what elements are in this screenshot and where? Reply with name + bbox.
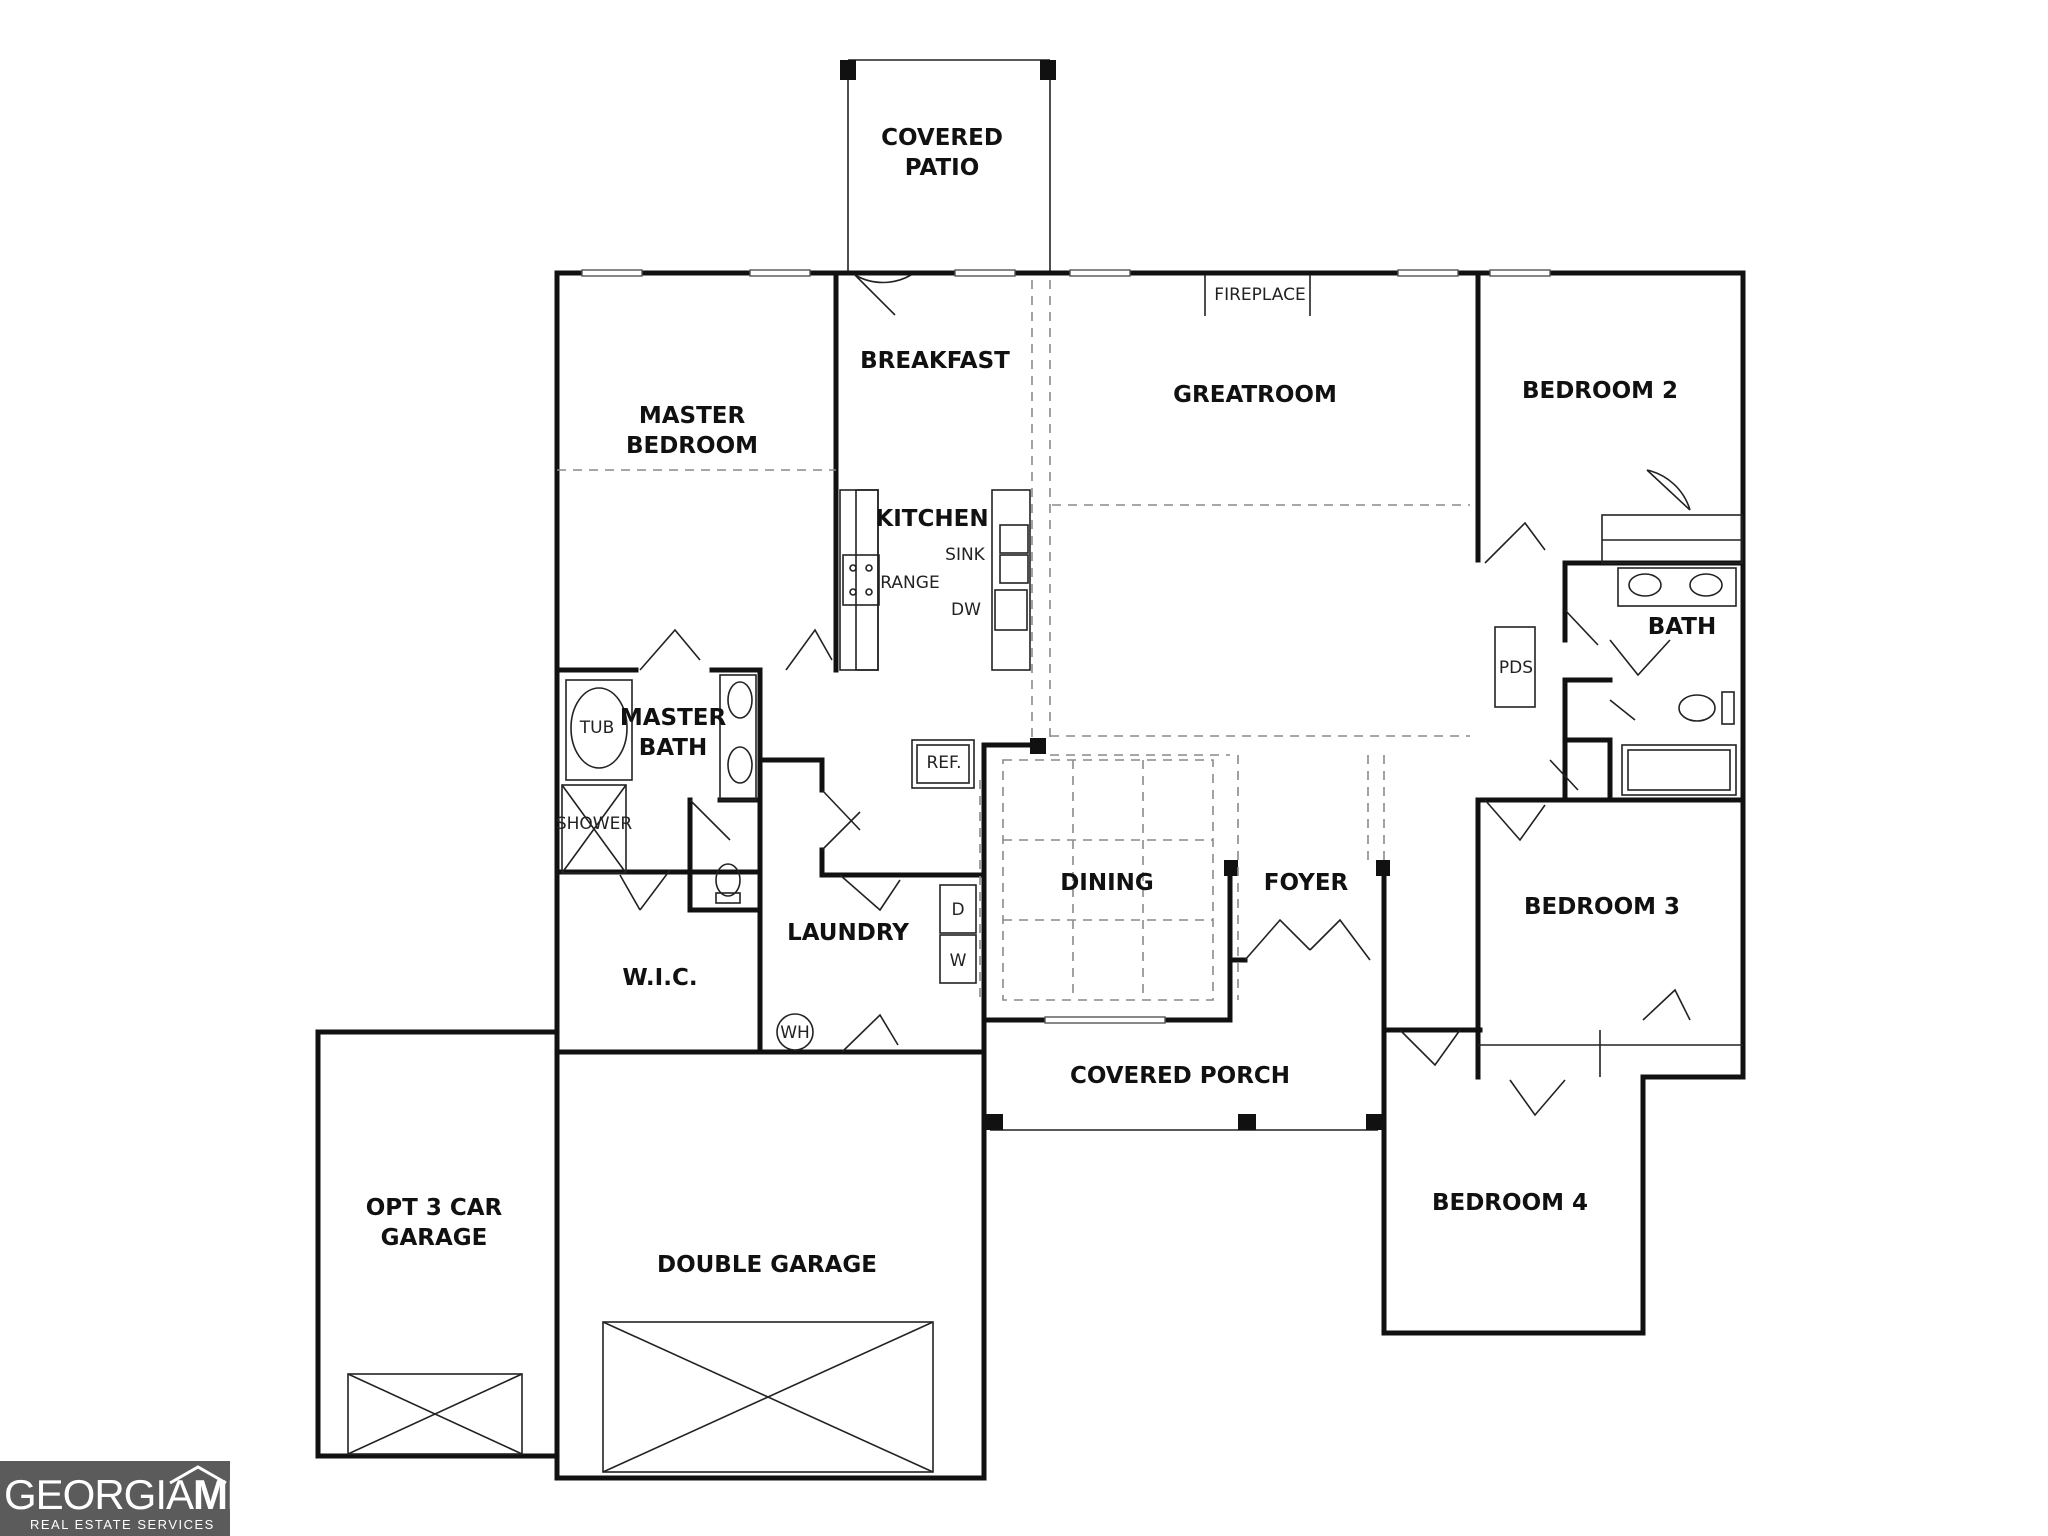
double-garage-door xyxy=(602,1321,934,1473)
label-double-garage: DOUBLE GARAGE xyxy=(657,1252,877,1278)
vanity-sink xyxy=(727,746,753,784)
label-shower: SHOWER xyxy=(556,814,633,834)
sink-basin xyxy=(999,524,1029,554)
label-line: MASTER xyxy=(620,705,727,731)
label-range: RANGE xyxy=(880,573,939,593)
covered-patio-area xyxy=(840,59,1056,272)
label-water-heater: WH xyxy=(780,1023,810,1043)
label-breakfast: BREAKFAST xyxy=(860,348,1010,374)
garage-doors xyxy=(347,1321,934,1473)
label-line: MASTER xyxy=(639,403,746,429)
georgia-mls-logo: GEORGIAMLS REAL ESTATE SERVICES xyxy=(0,1461,280,1536)
logo-tagline: REAL ESTATE SERVICES xyxy=(30,1517,215,1532)
label-line: OPT 3 CAR xyxy=(366,1195,503,1221)
exterior-walls xyxy=(315,270,1746,1481)
label-master-bedroom: MASTER BEDROOM xyxy=(626,403,758,459)
door-swings xyxy=(619,274,1691,1117)
top-windows xyxy=(581,269,1551,277)
roof-icon xyxy=(169,1465,227,1485)
label-bedroom-4: BEDROOM 4 xyxy=(1432,1190,1588,1216)
logo-brand-light: GEORGIA xyxy=(4,1471,194,1518)
bathtub xyxy=(570,687,628,769)
label-covered-porch: COVERED PORCH xyxy=(1070,1063,1290,1089)
fireplace-symbol xyxy=(1204,275,1311,316)
label-opt-3-car-garage: OPT 3 CAR GARAGE xyxy=(366,1195,503,1251)
fixture-labels: FIREPLACE SINK RANGE DW REF. PDS TUB SHO… xyxy=(556,285,1533,1043)
label-washer: W xyxy=(950,951,967,971)
bath-fixtures xyxy=(561,514,1743,904)
label-line: BATH xyxy=(639,735,707,761)
washer xyxy=(939,934,977,984)
patio-post xyxy=(840,60,856,80)
label-greatroom: GREATROOM xyxy=(1173,382,1337,408)
dryer xyxy=(939,884,977,934)
toilet xyxy=(715,863,741,897)
logo-brand: GEORGIAMLS xyxy=(4,1471,280,1519)
dishwasher xyxy=(994,589,1028,631)
range-cooktop xyxy=(842,554,880,606)
pds-cabinet xyxy=(1494,626,1536,708)
patio-post xyxy=(1040,60,1056,80)
label-covered-patio: COVERED PATIO xyxy=(881,125,1003,181)
label-dw: DW xyxy=(951,600,981,620)
label-bedroom-3: BEDROOM 3 xyxy=(1524,894,1680,920)
opt-garage-door xyxy=(347,1373,523,1455)
label-wic: W.I.C. xyxy=(622,965,697,991)
label-laundry: LAUNDRY xyxy=(787,920,909,946)
refrigerator xyxy=(911,739,975,789)
bath-sink xyxy=(1628,573,1662,597)
bath-tub xyxy=(1621,744,1737,796)
bath-sink xyxy=(1689,573,1723,597)
vanity-sink xyxy=(727,681,753,719)
label-bath: BATH xyxy=(1648,614,1716,640)
water-heater xyxy=(776,1013,814,1051)
label-master-bath: MASTER BATH xyxy=(620,705,727,761)
label-dryer: D xyxy=(951,900,964,920)
room-labels: COVERED PATIO BREAKFAST GREATROOM BEDROOM… xyxy=(366,125,1717,1278)
label-kitchen: KITCHEN xyxy=(875,506,988,532)
label-ref: REF. xyxy=(926,753,961,773)
closet-shelves xyxy=(776,626,1743,1077)
label-dining: DINING xyxy=(1060,870,1154,896)
label-tub: TUB xyxy=(579,718,615,738)
kitchen-cabinets xyxy=(839,489,1031,789)
label-line: GARAGE xyxy=(381,1225,488,1251)
label-foyer: FOYER xyxy=(1264,870,1349,896)
label-pds: PDS xyxy=(1499,658,1533,678)
covered-porch-area xyxy=(985,738,1390,1131)
dashed-area-lines xyxy=(557,280,1470,1001)
label-line: BEDROOM xyxy=(626,433,758,459)
label-bedroom-2: BEDROOM 2 xyxy=(1522,378,1678,404)
label-line: PATIO xyxy=(905,155,980,181)
logo-brand-bold: MLS xyxy=(193,1471,280,1518)
bath-toilet xyxy=(1678,694,1716,722)
shower-stall xyxy=(561,784,627,874)
label-fireplace: FIREPLACE xyxy=(1214,285,1305,305)
label-sink: SINK xyxy=(945,545,986,565)
label-line: COVERED xyxy=(881,125,1003,151)
sink-basin xyxy=(999,554,1029,584)
